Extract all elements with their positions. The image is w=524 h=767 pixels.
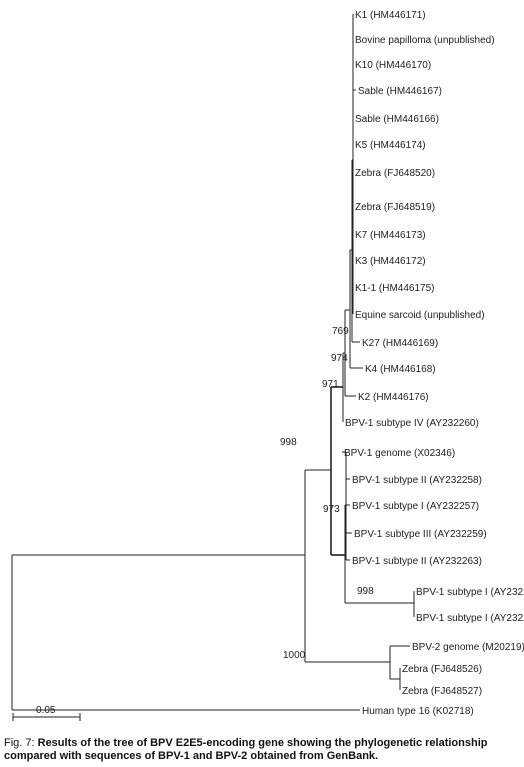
taxon-label: K7 (HM446173) — [355, 230, 426, 241]
taxon-label: K5 (HM446174) — [355, 140, 426, 151]
taxon-label: Zebra (FJ648527) — [402, 686, 482, 697]
bootstrap-value: 998 — [280, 437, 297, 448]
taxon-label: Sable (HM446167) — [358, 86, 442, 97]
bootstrap-values: 769 974 971 998 973 998 1000 — [280, 326, 374, 661]
taxon-label: BPV-1 subtype II (AY232258) — [352, 475, 482, 486]
taxon-label: Human type 16 (K02718) — [362, 706, 474, 717]
taxon-label: K1-1 (HM446175) — [355, 283, 434, 294]
taxon-label: BPV-1 subtype I (AY232262) — [416, 587, 524, 598]
bootstrap-value: 971 — [322, 379, 339, 390]
bootstrap-value: 1000 — [283, 650, 306, 661]
taxon-label: BPV-1 subtype I (AY232261) — [416, 613, 524, 624]
caption-prefix: Fig. 7: — [4, 737, 38, 749]
taxon-label: Zebra (FJ648526) — [402, 664, 482, 675]
bootstrap-value: 974 — [331, 353, 348, 364]
taxon-label: K3 (HM446172) — [355, 256, 426, 267]
taxon-label: K10 (HM446170) — [355, 60, 431, 71]
figure-caption: Fig. 7: Results of the tree of BPV E2E5-… — [4, 737, 520, 763]
taxon-label: Zebra (FJ648519) — [355, 202, 435, 213]
tree-branches — [11, 14, 415, 711]
taxon-label: Equine sarcoid (unpublished) — [355, 310, 485, 321]
taxon-label: BPV-1 subtype I (AY232257) — [352, 501, 479, 512]
taxon-label: K1 (HM446171) — [355, 10, 426, 21]
caption-text: Results of the tree of BPV E2E5-encoding… — [4, 737, 488, 762]
taxon-label: BPV-2 genome (M20219) — [412, 642, 524, 653]
taxon-label: BPV-1 subtype IV (AY232260) — [345, 418, 479, 429]
taxon-label: Zebra (FJ648520) — [355, 168, 435, 179]
scale-bar: 0.05 — [12, 705, 81, 721]
taxon-label: BPV-1 genome (X02346) — [344, 448, 455, 459]
taxon-label: K27 (HM446169) — [362, 338, 438, 349]
taxon-label: BPV-1 subtype II (AY232263) — [352, 556, 482, 567]
scale-bar-label: 0.05 — [36, 705, 56, 716]
taxon-labels: K1 (HM446171) Bovine papilloma (unpublish… — [344, 10, 524, 717]
taxon-label: K2 (HM446176) — [358, 392, 429, 403]
bootstrap-value: 769 — [332, 326, 349, 337]
taxon-label: BPV-1 subtype III (AY232259) — [354, 529, 487, 540]
taxon-label: K4 (HM446168) — [365, 364, 436, 375]
taxon-label: Bovine papilloma (unpublished) — [355, 35, 495, 46]
bootstrap-value: 998 — [357, 586, 374, 597]
taxon-label: Sable (HM446166) — [355, 114, 439, 125]
bootstrap-value: 973 — [323, 504, 340, 515]
